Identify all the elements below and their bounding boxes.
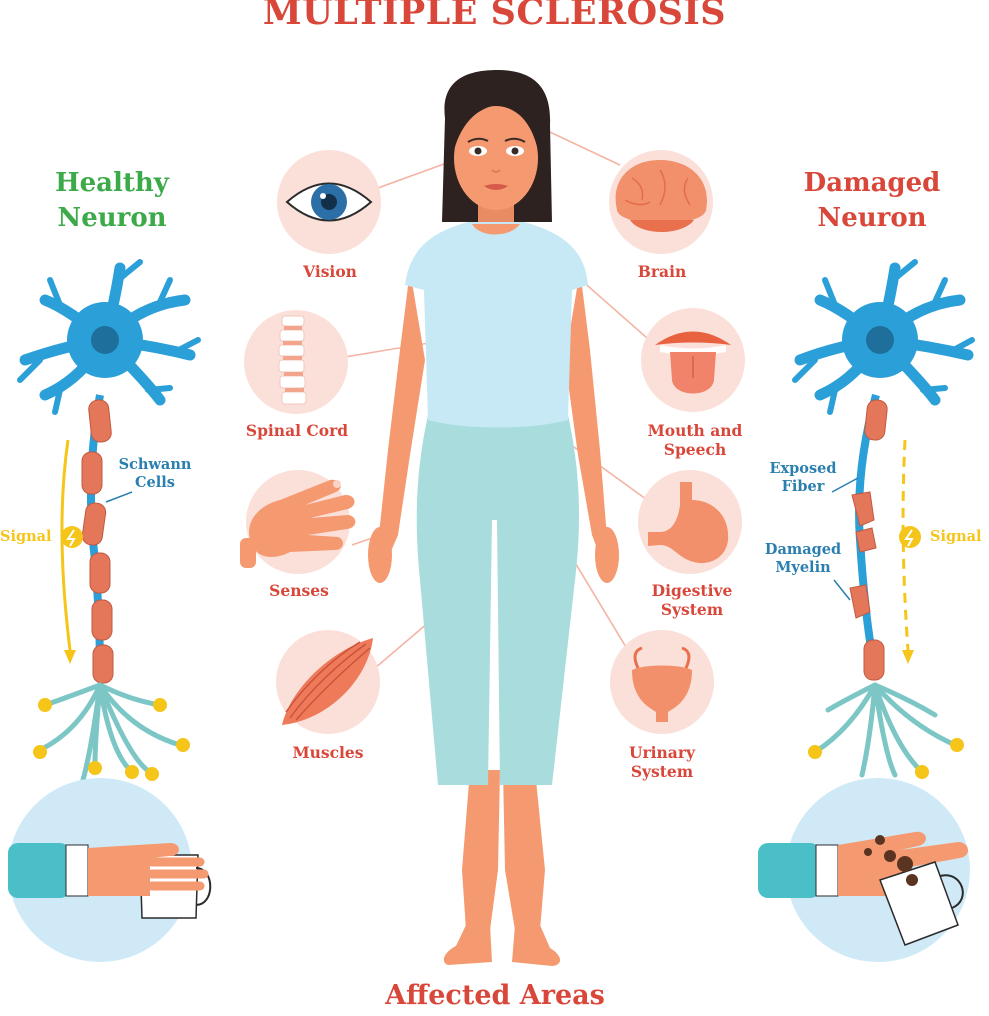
vision-organ	[277, 150, 381, 254]
face	[454, 106, 538, 210]
damaged-synapse-dots	[808, 738, 964, 779]
hair-fringe	[454, 91, 539, 150]
affected-areas-caption: Affected Areas	[385, 980, 605, 1011]
healthy-signal-label: Signal	[0, 528, 52, 545]
vision-label: Vision	[303, 262, 357, 281]
muscles-label: Muscles	[292, 743, 364, 762]
page-title: MULTIPLE SCLEROSIS	[262, 0, 727, 33]
healthy-heading-line2: Neuron	[57, 203, 167, 234]
coffee-splash	[864, 835, 918, 886]
right-shin	[503, 770, 545, 930]
mouth-line1: Mouth and	[647, 421, 743, 440]
digestive-line1: Digestive	[651, 581, 733, 600]
damaged-mug-icon	[879, 861, 959, 946]
left-arm	[372, 270, 425, 572]
healthy-nucleus	[91, 326, 119, 354]
schwann-line2: Cells	[135, 474, 175, 492]
brain-icon	[615, 160, 707, 224]
damaged-signal-icon	[899, 526, 921, 548]
left-hand	[368, 527, 392, 583]
exposed-line1: Exposed	[769, 460, 837, 477]
shirt	[405, 222, 588, 428]
healthy-heading-line1: Healthy	[55, 168, 169, 198]
myelin-line1: Damaged	[764, 541, 842, 558]
damaged-signal-label: Signal	[930, 528, 982, 545]
damaged-neuron-heading: Damaged Neuron	[757, 166, 987, 236]
myelin-line2: Myelin	[775, 559, 831, 577]
schwann-line1: Schwann	[118, 456, 192, 473]
muscle-icon	[282, 638, 373, 725]
damaged-neuron	[758, 259, 975, 962]
lips	[484, 184, 508, 190]
healthy-signal-icon	[61, 526, 83, 548]
senses-organ	[240, 470, 356, 574]
damaged-terminals	[812, 682, 958, 778]
damaged-myelin	[849, 399, 888, 681]
woman-figure	[368, 70, 619, 966]
digestive-line2: System	[660, 599, 724, 619]
urinary-system-label: Urinary System	[577, 743, 747, 781]
mouth-speech-label: Mouth and Speech	[610, 421, 780, 459]
mouth-organ	[641, 308, 745, 412]
muscles-organ	[276, 630, 380, 734]
healthy-neuron-heading: Healthy Neuron	[0, 166, 227, 236]
schwann-cells-label: Schwann Cells	[90, 456, 220, 492]
right-hand	[595, 527, 619, 583]
damaged-heading-line1: Damaged	[803, 168, 941, 198]
digestive-organ	[638, 470, 742, 574]
urinary-line2: System	[630, 761, 694, 781]
right-foot	[512, 925, 561, 966]
spinal-cord-label: Spinal Cord	[245, 421, 349, 440]
brain-label: Brain	[637, 262, 687, 281]
stomach-icon	[648, 482, 729, 564]
exposed-line2: Fiber	[781, 478, 825, 496]
mouth-line2: Speech	[663, 439, 727, 459]
neckline	[472, 224, 520, 235]
digestive-system-label: Digestive System	[607, 581, 777, 619]
bladder-icon	[632, 665, 692, 722]
healthy-synapse-dots	[33, 698, 190, 799]
healthy-hand-icon	[88, 843, 179, 896]
right-arm	[565, 270, 616, 572]
damaged-heading-line2: Neuron	[817, 203, 927, 234]
healthy-neuron	[8, 259, 212, 962]
mouth-icon	[655, 331, 731, 345]
hand-icon	[249, 479, 356, 557]
left-shin	[462, 770, 500, 930]
damaged-myelin-label: Damaged Myelin	[738, 541, 868, 577]
brain-organ	[609, 150, 713, 254]
urinary-line1: Urinary	[628, 743, 696, 762]
senses-label: Senses	[269, 581, 329, 600]
damaged-nucleus	[866, 326, 894, 354]
left-foot	[443, 925, 492, 965]
healthy-myelin	[81, 399, 114, 684]
exposed-fiber-label: Exposed Fiber	[738, 460, 868, 496]
spinal-cord-organ	[244, 310, 348, 414]
pants	[416, 415, 580, 785]
urinary-organ	[610, 630, 714, 734]
